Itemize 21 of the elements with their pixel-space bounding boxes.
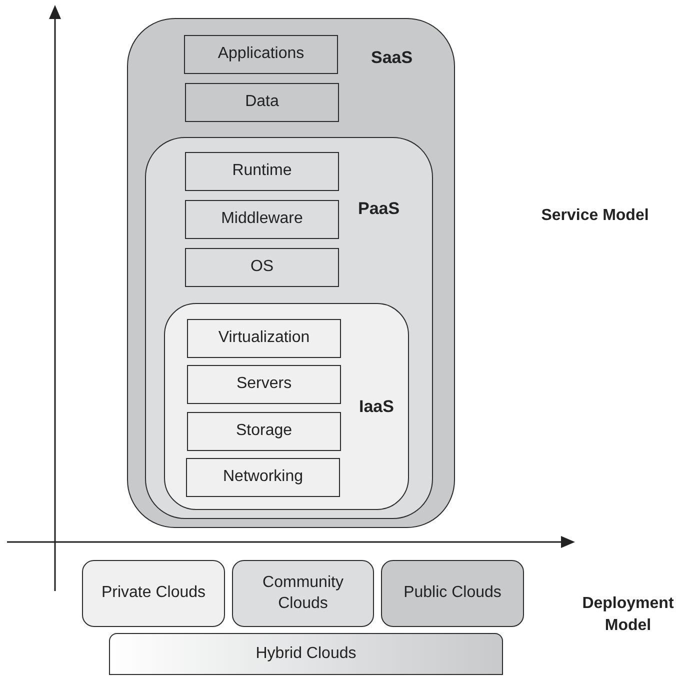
layer-box: Applications: [184, 35, 338, 74]
layer-box: Data: [185, 83, 339, 122]
layer-box: Storage: [187, 412, 341, 451]
deployment-box: Community Clouds: [232, 560, 374, 627]
axis-label: Service Model: [540, 206, 650, 226]
deployment-box: Private Clouds: [82, 560, 225, 627]
layer-box: Runtime: [185, 152, 339, 191]
layer-box: Networking: [186, 458, 340, 497]
layer-box: Servers: [187, 365, 341, 404]
axis-label: Deployment Model: [581, 594, 675, 636]
layer-box: Virtualization: [187, 319, 341, 358]
layer-heading: IaaS: [359, 398, 394, 415]
layer-box: Middleware: [185, 200, 339, 239]
deployment-box: Public Clouds: [381, 560, 524, 627]
service-layer-panel: [164, 303, 409, 510]
deployment-box: Hybrid Clouds: [109, 633, 503, 675]
service-layer-panel: [145, 137, 433, 519]
layer-heading: SaaS: [371, 49, 413, 66]
service-layer-panel: [127, 18, 455, 528]
layer-box: OS: [185, 248, 339, 287]
layer-heading: PaaS: [358, 200, 400, 217]
